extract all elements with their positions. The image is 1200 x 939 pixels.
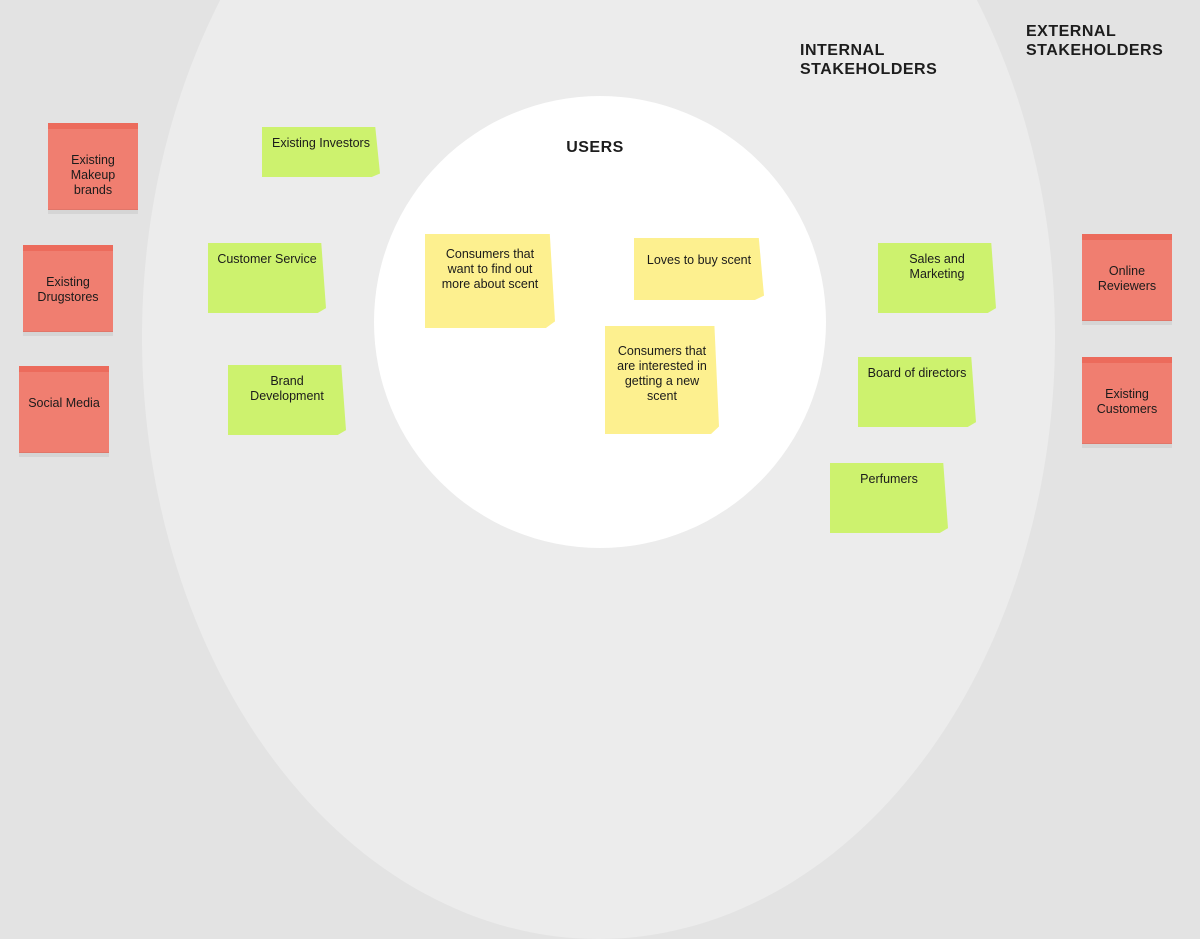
note-text: Existing Investors [272,136,370,150]
sticky-note-existing-investors[interactable]: Existing Investors [262,127,380,177]
note-text: Consumers that want to find out more abo… [441,247,539,291]
sticky-note-consumers-find-out-more[interactable]: Consumers that want to find out more abo… [425,234,555,328]
sticky-note-existing-customers[interactable]: Existing Customers [1082,357,1172,448]
note-text: Sales and Marketing [909,252,965,281]
sticky-note-loves-to-buy-scent[interactable]: Loves to buy scent [634,238,764,300]
note-text: Consumers that are interested in getting… [617,344,707,403]
sticky-note-brand-development[interactable]: Brand Development [228,365,346,435]
note-text: Brand Development [250,374,324,403]
sticky-note-customer-service[interactable]: Customer Service [208,243,326,313]
sticky-note-existing-makeup-brands[interactable]: Existing Makeup brands [48,123,138,214]
sticky-note-social-media[interactable]: Social Media [19,366,109,457]
sticky-note-board-of-directors[interactable]: Board of directors [858,357,976,427]
note-text: Loves to buy scent [646,253,752,267]
sticky-note-online-reviewers[interactable]: Online Reviewers [1082,234,1172,325]
note-text: Customer Service [217,252,317,266]
note-text: Social Media [28,396,100,410]
note-text: Board of directors [867,366,967,380]
sticky-note-sales-and-marketing[interactable]: Sales and Marketing [878,243,996,313]
users-heading: USERS [566,139,624,156]
note-text: Existing Makeup brands [70,153,116,197]
note-text: Online Reviewers [1097,264,1157,293]
sticky-note-existing-drugstores[interactable]: Existing Drugstores [23,245,113,336]
sticky-note-consumers-new-scent[interactable]: Consumers that are interested in getting… [605,326,719,434]
note-text: Existing Customers [1096,387,1158,416]
sticky-note-perfumers[interactable]: Perfumers [830,463,948,533]
note-text: Perfumers [860,472,918,486]
note-text: Existing Drugstores [37,275,99,304]
